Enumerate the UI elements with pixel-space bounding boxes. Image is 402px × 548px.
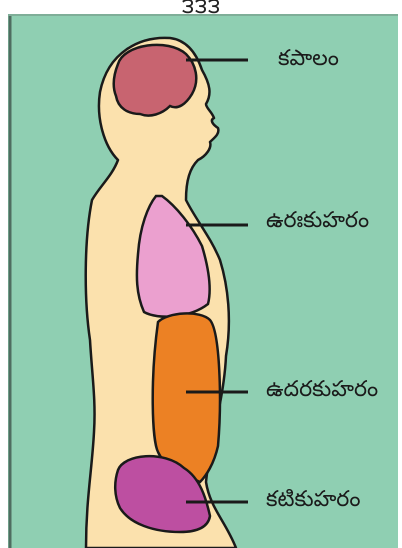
pelvic-cavity-label: కటికుహరం xyxy=(266,487,361,517)
cranium-label: కపాలం xyxy=(278,46,339,76)
thoracic-cavity-label: ఉరఃకుహరం xyxy=(266,208,369,238)
cranial-cavity xyxy=(114,45,196,116)
abdominal-cavity-label: ఉదరకుహరం xyxy=(266,377,378,407)
